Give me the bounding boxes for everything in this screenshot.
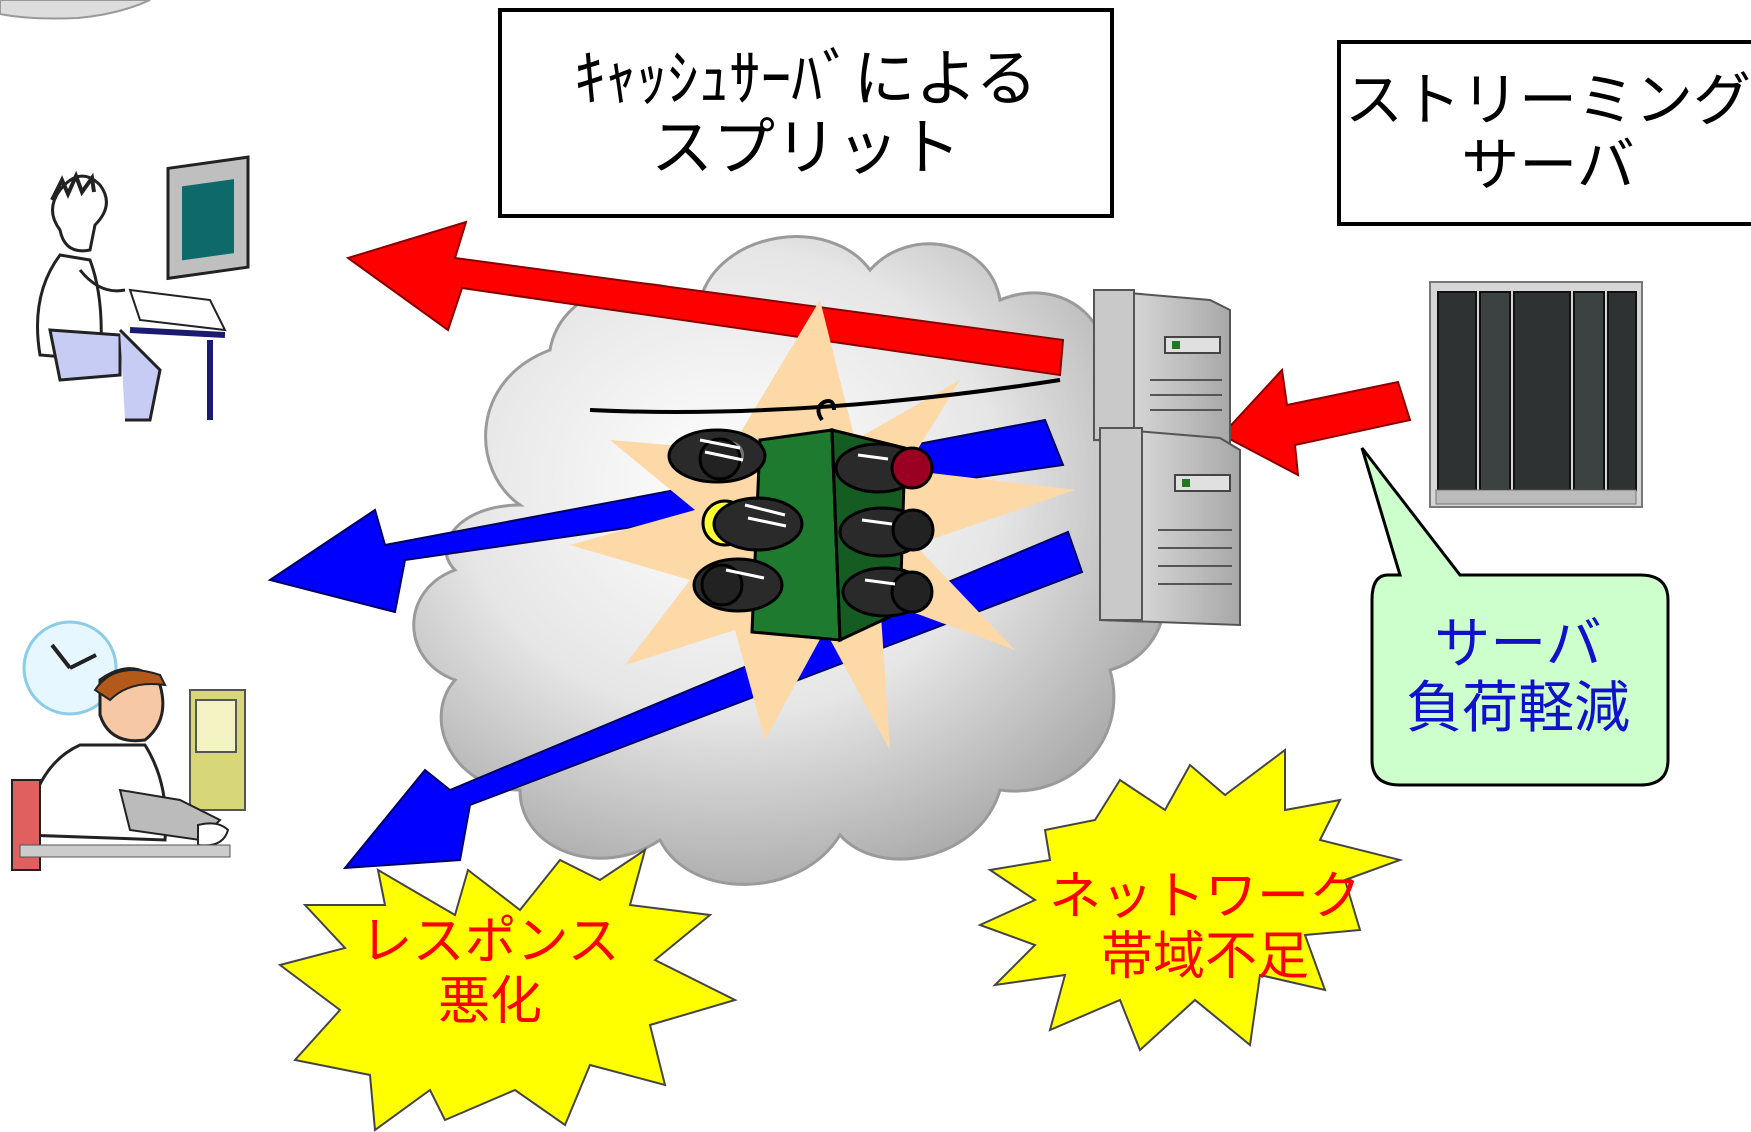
cache-split-title-box: ｷｬｯｼｭｻｰﾊﾞによる スプリット — [498, 8, 1114, 218]
streaming-server-icon — [1429, 281, 1643, 508]
cache-server-icon — [1093, 288, 1241, 627]
load-callout-text: サーバ 負荷軽減 — [1378, 592, 1658, 762]
busy-user-icon — [11, 667, 246, 871]
response-burst-line2: 悪化 — [437, 972, 542, 1032]
response-burst — [277, 847, 738, 1132]
cache-split-title-line1: ｷｬｯｼｭｻｰﾊﾞによる — [574, 41, 1038, 115]
red-arrow-to-user — [345, 220, 1065, 377]
load-callout-line1: サーバ — [1434, 611, 1602, 677]
network-burst-line1: ネットワーク — [1048, 867, 1361, 928]
red-arrow-to-cache — [1220, 367, 1412, 477]
clock-icon — [22, 620, 118, 716]
network-burst-line2: 帯域不足 — [1100, 927, 1309, 987]
streaming-server-label-line1: ストリーミング — [1344, 66, 1751, 135]
load-callout-line2: 負荷軽減 — [1406, 676, 1630, 741]
corner-decoration — [0, 0, 151, 20]
thinking-user-icon — [36, 155, 250, 422]
cache-split-title-line2: スプリット — [650, 111, 961, 184]
network-burst — [977, 748, 1404, 1052]
traffic-light-icon — [570, 300, 1075, 750]
streaming-server-label-line2: サーバ — [1461, 131, 1635, 199]
response-burst-text: レスポンス 悪化 — [300, 898, 680, 1048]
load-callout-bubble — [1360, 447, 1670, 787]
response-burst-line1: レスポンス — [360, 912, 620, 973]
network-burst-text: ネットワーク 帯域不足 — [1015, 858, 1395, 998]
streaming-server-label-box: ストリーミング サーバ — [1337, 40, 1751, 226]
